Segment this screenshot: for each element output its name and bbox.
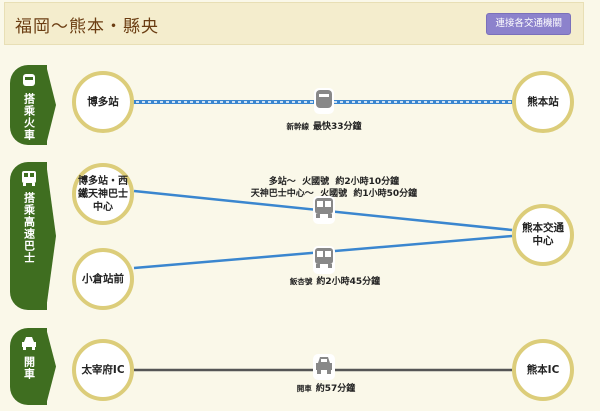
page-header: 福岡～熊本・縣央 連接各交通機關: [4, 2, 584, 45]
bus-route1-note-2: 天神巴士中心～ 火國號 約1小時50分鐘: [251, 186, 417, 199]
train-note: 新幹線最快33分鐘: [286, 119, 361, 132]
car-note: 開車約57分鐘: [297, 381, 356, 394]
bus-icon: [21, 171, 36, 186]
page-title: 福岡～熊本・縣央: [15, 17, 159, 37]
car-mode: 開車: [296, 384, 312, 393]
tab-car: 開車: [10, 328, 47, 405]
train-icon: [22, 74, 35, 86]
route-name: 飯杏號: [289, 277, 313, 286]
bus-route2-note: 飯杏號約2小時45分鐘: [290, 274, 380, 287]
car-time: 約57分鐘: [315, 384, 356, 394]
route-name: 火國號: [302, 177, 330, 187]
tab-train-label: 搭乘火車: [22, 93, 36, 141]
train-time: 最快33分鐘: [312, 122, 362, 132]
transport-links-button[interactable]: 連接各交通機關: [486, 13, 571, 35]
tab-car-label: 開車: [22, 356, 36, 380]
route-from: 天神巴士中心～: [250, 189, 314, 199]
station-hakata-tenjin: 博多站・西鐵天神巴士中心: [72, 163, 134, 225]
train-line-name: 新幹線: [286, 122, 309, 131]
ic-kumamoto: 熊本IC: [512, 339, 574, 401]
bus-route1-note-1: 多站～ 火國號 約2小時10分鐘: [269, 174, 399, 187]
route-time: 約2小時10分鐘: [335, 177, 400, 187]
station-kumamoto: 熊本站: [512, 71, 574, 133]
tab-bus-label: 搭乘高速巴士: [22, 192, 36, 264]
route-time: 約1小時50分鐘: [353, 189, 418, 199]
route-time: 約2小時45分鐘: [316, 277, 381, 287]
station-kokura: 小倉站前: [72, 248, 134, 310]
car-icon: [21, 337, 36, 350]
train-icon: [314, 88, 334, 114]
ic-dazaifu: 太宰府IC: [72, 339, 134, 401]
bus-icon: [313, 196, 335, 224]
bus-icon: [313, 246, 335, 274]
station-hakata: 博多站: [72, 71, 134, 133]
tab-bus: 搭乘高速巴士: [10, 162, 47, 310]
route-from: 多站～: [268, 177, 296, 187]
route-name: 火國號: [320, 189, 348, 199]
car-icon: [313, 354, 335, 380]
station-kumamoto-kotsu-center: 熊本交通中心: [512, 204, 574, 266]
tab-train: 搭乘火車: [10, 65, 47, 145]
